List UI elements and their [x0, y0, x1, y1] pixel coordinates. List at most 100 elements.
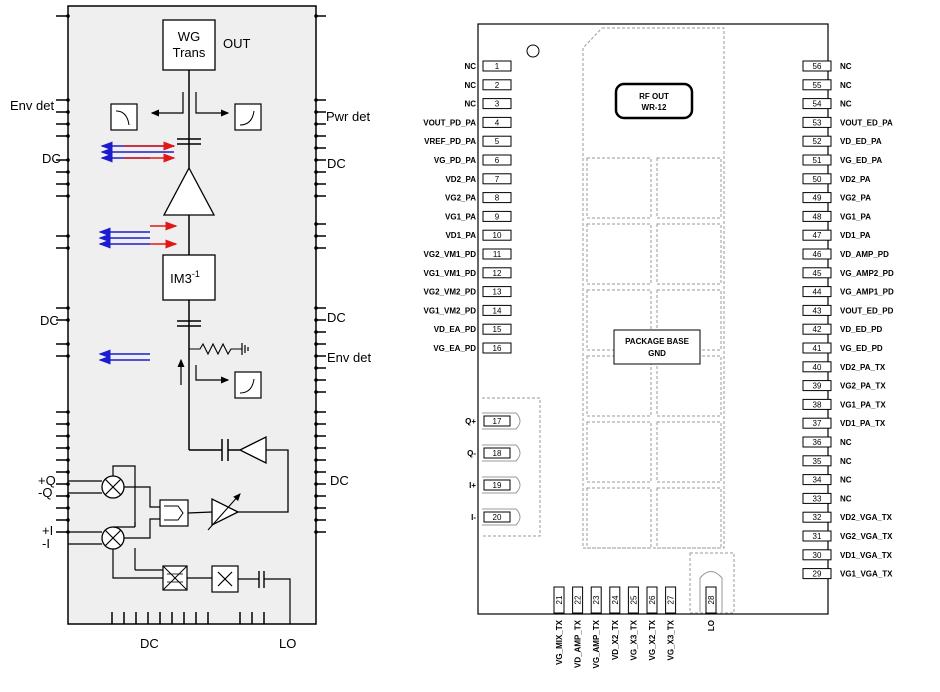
- svg-text:IM3-1: IM3-1: [170, 269, 200, 286]
- pin-name: VREF_PD_PA: [424, 137, 476, 146]
- pin-pad: [802, 530, 832, 542]
- label-dc-right-2: DC: [327, 310, 346, 325]
- pin-pad: [802, 436, 832, 448]
- pin-name: VG2_VGA_TX: [840, 532, 893, 541]
- pin-pad: [802, 380, 832, 392]
- pin-pad: [802, 248, 832, 260]
- pin-name: VG1_VM2_PD: [424, 306, 477, 315]
- left-pin-ticks: [56, 14, 70, 534]
- pin-number: 56: [813, 62, 822, 71]
- pin-pad: [483, 511, 511, 523]
- pin-name: NC: [840, 100, 852, 109]
- pin-pad: [482, 210, 512, 222]
- pin-pad: [802, 154, 832, 166]
- pin-pad: [483, 479, 511, 491]
- pin-pad: [482, 173, 512, 185]
- pin-pad: [802, 323, 832, 335]
- pin-number: 31: [813, 532, 822, 541]
- pin-name: VG2_VM2_PD: [424, 288, 477, 297]
- pin-pad: [482, 229, 512, 241]
- pin-number: 8: [495, 194, 500, 203]
- pin-pad: [802, 511, 832, 523]
- pin-name: NC: [464, 81, 476, 90]
- chip-outline: [67, 5, 317, 625]
- pin-name: VD2_PA: [840, 175, 871, 184]
- pin-name: VOUT_ED_PD: [840, 306, 894, 315]
- pin-number: 23: [592, 595, 601, 604]
- pin-pad: [482, 304, 512, 316]
- dc-arrows-middle: [98, 221, 178, 249]
- pin-number: 21: [555, 595, 564, 604]
- pin-name: Q-: [467, 449, 476, 458]
- pin-number: 26: [648, 595, 657, 604]
- label-minus-q: -Q: [38, 485, 52, 500]
- pin-pad: [482, 135, 512, 147]
- bottom-pin-row: 21VG_MIX_TX22VD_AMP_TX23VG_AMP_TX24VD_X2…: [553, 586, 677, 668]
- pin-number: 55: [813, 81, 822, 90]
- label-env-det-top: Env det: [10, 98, 54, 113]
- pin-pad: [802, 210, 832, 222]
- pin-name: VG_ED_PA: [840, 156, 882, 165]
- pin-name: NC: [840, 476, 852, 485]
- package-base-line1: PACKAGE BASE: [625, 337, 690, 346]
- iq-pin-column: 17Q+18Q-19I+20I-: [465, 412, 521, 526]
- pin-number: 24: [611, 595, 620, 604]
- package-base-box: [613, 329, 701, 365]
- pin-pad: [482, 267, 512, 279]
- pin-name: VD_ED_PD: [840, 325, 882, 334]
- pin-number: 16: [493, 344, 502, 353]
- pin-number: 18: [493, 449, 502, 458]
- pin-number: 52: [813, 137, 822, 146]
- pin-name: Q+: [465, 417, 476, 426]
- pin-pad: [646, 586, 658, 614]
- pin-number: 37: [813, 419, 822, 428]
- pin-number: 2: [495, 81, 500, 90]
- bottom-pin-ticks: [111, 612, 265, 624]
- pin-pad: [802, 398, 832, 410]
- pin-pad: [802, 192, 832, 204]
- pin-number: 36: [813, 438, 822, 447]
- pin-number: 14: [493, 306, 502, 315]
- pin-number: 3: [495, 100, 500, 109]
- rf-out-box: [614, 82, 694, 120]
- pin-pad: [802, 342, 832, 354]
- pin-name: NC: [464, 62, 476, 71]
- mixer-q: [101, 475, 125, 499]
- pin-name: VG_AMP1_PD: [840, 288, 894, 297]
- pin-name: VD_AMP_PD: [840, 250, 889, 259]
- pin-number: 51: [813, 156, 822, 165]
- pin-number: 5: [495, 137, 500, 146]
- pin-pad: [802, 492, 832, 504]
- pin-number: 40: [813, 363, 822, 372]
- pin-name: NC: [840, 438, 852, 447]
- pin-pad: [483, 415, 511, 427]
- label-dc-bottom: DC: [140, 636, 159, 651]
- pin-pad: [482, 286, 512, 298]
- package-base-region: [582, 27, 725, 549]
- pin-number: 47: [813, 231, 822, 240]
- ground-pad: [586, 421, 652, 483]
- label-dc-right-3: DC: [330, 473, 349, 488]
- pin-number: 4: [495, 118, 500, 127]
- pin-name: NC: [840, 81, 852, 90]
- pin-name: VG2_PA: [840, 194, 871, 203]
- pin1-marker: [526, 44, 540, 58]
- pin-pad: [482, 192, 512, 204]
- pin-number: 10: [493, 231, 502, 240]
- pin-name: LO: [707, 620, 716, 631]
- pin-pad: [627, 586, 639, 614]
- pin-pad: [483, 447, 511, 459]
- label-env-det-right: Env det: [327, 350, 371, 365]
- pin-name: VG_AMP_TX: [592, 619, 601, 668]
- pin-name: VG_EA_PD: [433, 344, 476, 353]
- label-minus-i: -I: [42, 536, 50, 551]
- package-pinout: RF OUT WR-12 PACKAGE BASE GND 1NC2NC3NC4…: [423, 23, 894, 668]
- pin-pad: [609, 586, 621, 614]
- im3-label: IM3: [170, 271, 192, 286]
- pin-name: I-: [471, 513, 476, 522]
- pin-pad: [482, 248, 512, 260]
- pin-number: 9: [495, 212, 500, 221]
- pin-number: 12: [493, 269, 502, 278]
- rf-out-line1: RF OUT: [639, 92, 669, 101]
